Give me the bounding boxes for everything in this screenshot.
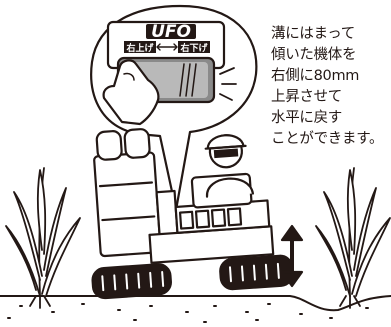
up-down-arrow-icon (280, 224, 304, 288)
ufo-logo-plate (146, 24, 196, 39)
left-crawler-track (91, 263, 172, 300)
caption-line: 右側に80mm (271, 68, 360, 84)
caption-line: 傾いた機体を (271, 47, 357, 63)
raise-right-label: 右上げ (125, 42, 154, 54)
ufo-switch: UFO 右上げ 右下げ (102, 20, 237, 126)
caption-line: 溝にはまって (271, 26, 355, 42)
caption-line: 上昇させて (271, 89, 342, 105)
lower-right-label: 右下げ (179, 42, 208, 54)
rice-plant-left (5, 167, 81, 309)
rice-transplanter (91, 128, 294, 300)
rice-plant-right (315, 167, 391, 309)
pressing-finger-icon (102, 59, 160, 126)
caption-line: 水平に戻す (271, 110, 342, 126)
caption-line: ことができます。 (271, 131, 384, 147)
field-ground (0, 295, 391, 323)
motion-lines-icon (219, 67, 237, 101)
operator-icon (204, 134, 255, 198)
description-caption: 溝にはまって 傾いた機体を 右側に80mm 上昇させて 水平に戻す ことができま… (271, 24, 391, 150)
ufo-logo-text: UFO (151, 22, 191, 42)
